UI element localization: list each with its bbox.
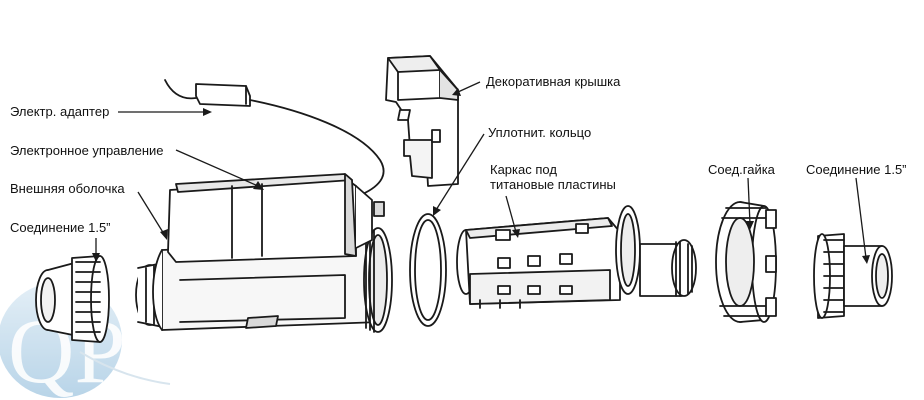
power-adapter [158,70,385,197]
label-sealing-ring: Уплотнит. кольцо [488,125,592,140]
titanium-plate-frame [456,205,697,309]
leader-connection-right [855,177,870,264]
label-connection-left: Соединение 1.5” [10,220,111,235]
leader-cover [452,81,481,96]
label-outer-shell: Внешняя оболочка [10,181,125,196]
leader-seal [433,133,485,216]
union-nut [715,201,777,323]
decorative-cover [385,55,459,187]
label-power-adapter: Электр. адаптер [10,104,110,119]
leader-electronics [175,149,264,190]
leader-shell [137,191,168,240]
label-union-nut: Соед.гайка [708,162,775,177]
left-union-connection [35,255,110,343]
leader-frame [505,195,520,238]
label-titanium-frame: Каркас под титановые пластины [490,162,616,192]
label-decorative-cover: Декоративная крышка [486,74,621,89]
leader-connection-left [92,238,100,262]
right-union-connection [813,233,893,319]
label-connection-right: Соединение 1.5” [806,162,907,177]
electronic-control-housing [167,173,385,263]
left-connection-ribs [75,261,101,333]
label-electronic-control: Электронное управление [10,143,164,158]
sealing-ring [409,213,447,327]
leader-adapter [118,108,212,116]
leader-nut [746,177,754,230]
outer-shell [135,227,393,333]
